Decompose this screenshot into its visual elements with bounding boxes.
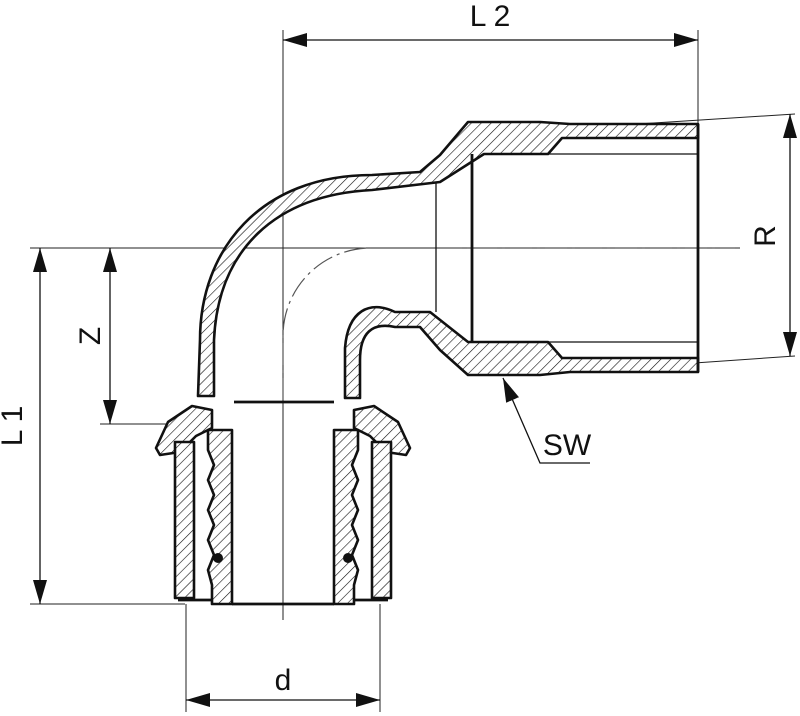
insert-left: [206, 428, 234, 606]
dimension-labels: L 2 L 1 Z R SW d: [0, 0, 782, 697]
label-sw: SW: [543, 429, 592, 462]
sleeve-right: [370, 440, 393, 600]
label-r: R: [749, 225, 782, 247]
collar-left: [154, 404, 214, 457]
center-lines: [282, 247, 735, 400]
dimension-lines: [33, 33, 797, 707]
leader-sw: [502, 377, 590, 464]
insert-right: [332, 428, 360, 606]
sleeve-left: [173, 440, 196, 600]
extension-line-r-top: [637, 113, 796, 125]
o-ring-right: [343, 553, 353, 563]
label-z: Z: [74, 327, 107, 345]
press-connector: [154, 400, 412, 606]
collar-right: [352, 404, 412, 457]
label-d: d: [275, 664, 292, 697]
o-ring-left: [213, 553, 223, 563]
extension-lines: [30, 30, 796, 712]
bend-inner-wall: [343, 306, 700, 400]
label-l2: L 2: [470, 0, 511, 33]
center-line-bend: [282, 247, 372, 400]
label-l1: L 1: [0, 406, 29, 447]
elbow-fitting-body: [196, 120, 700, 400]
